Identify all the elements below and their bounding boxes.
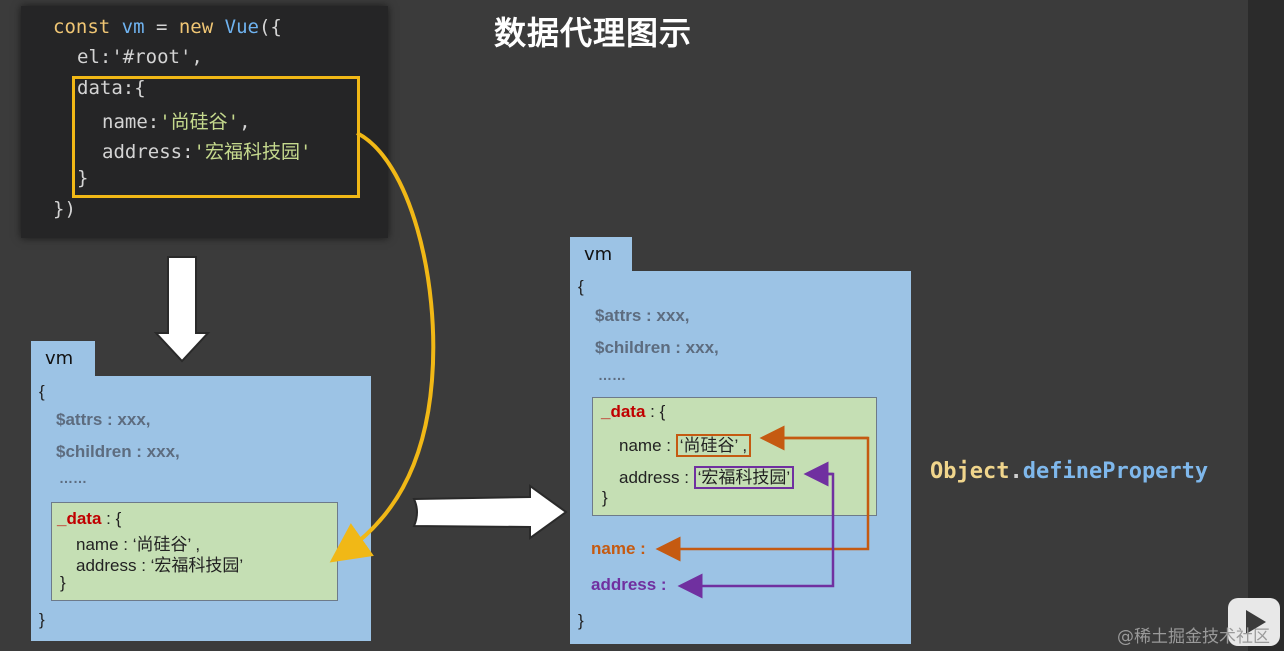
vm-left-card: { $attrs : xxx, $children : xxx, …… _dat… (31, 376, 371, 641)
vm-right-open-brace: { (578, 277, 584, 296)
down-arrow (153, 256, 211, 363)
vm-right-address-line: address : ‘宏福科技园’ (619, 463, 795, 489)
name-value-box: ‘尚硅谷’ , (675, 434, 752, 457)
code-line-1: const vm = new Vue({ (53, 16, 282, 38)
code-panel: const vm = new Vue({ el:'#root', data:{ … (21, 6, 388, 238)
vm-left-name-line: name : ‘尚硅谷’ , (76, 535, 201, 554)
yellow-curve-arrow (329, 131, 436, 563)
code-line-5: address:'宏福科技园' (102, 141, 312, 163)
vm-right-data-box: _data : { name : ‘尚硅谷’ , address : ‘宏福科技… (592, 397, 877, 516)
define-property-label: Object.defineProperty (930, 459, 1209, 484)
vm-right-ellipsis: …… (598, 367, 626, 383)
vm-left-attrs: $attrs : xxx, (56, 410, 151, 429)
vm-right-name-line: name : ‘尚硅谷’ , (619, 431, 752, 457)
orange-name-arrow (655, 436, 870, 562)
vm-left-tab: vm (31, 341, 95, 377)
purple-address-arrow (677, 472, 835, 599)
address-value-box: ‘宏福科技园’ (693, 466, 795, 489)
vm-left-open-brace: { (39, 382, 45, 401)
vm-right-card: { $attrs : xxx, $children : xxx, …… _dat… (570, 271, 911, 644)
vm-right-close-brace: } (578, 611, 584, 630)
vm-right-data-header: _data : { (601, 402, 666, 421)
vm-right-tab: vm (570, 237, 632, 273)
code-line-3: data:{ (77, 77, 146, 99)
proxy-address-label: address : (591, 575, 667, 594)
vm-left-ellipsis: …… (59, 470, 87, 486)
code-line-2: el:'#root', (77, 46, 203, 68)
vm-left-data-header: _data : { (57, 509, 122, 528)
vm-right-children: $children : xxx, (595, 338, 719, 357)
vm-left-close-brace: } (39, 610, 45, 629)
right-sidebar-strip (1248, 0, 1284, 651)
vm-right-data-close: } (602, 488, 608, 507)
vm-left-data-close: } (60, 573, 66, 592)
vm-right-attrs: $attrs : xxx, (595, 306, 690, 325)
vm-left-children: $children : xxx, (56, 442, 180, 461)
code-line-4: name:'尚硅谷', (102, 111, 251, 133)
code-line-7: }) (53, 198, 76, 220)
watermark: @稀土掘金技术社区 (1117, 627, 1270, 647)
play-badge-icon (1228, 598, 1280, 646)
code-line-6: } (77, 167, 89, 189)
right-arrow (412, 484, 568, 540)
page-title: 数据代理图示 (494, 14, 693, 52)
vm-left-address-line: address : ‘宏福科技园’ (76, 556, 244, 575)
vm-left-data-box: _data : { name : ‘尚硅谷’ , address : ‘宏福科技… (51, 502, 338, 601)
proxy-name-label: name : (591, 539, 646, 558)
data-highlight-box (72, 76, 360, 198)
